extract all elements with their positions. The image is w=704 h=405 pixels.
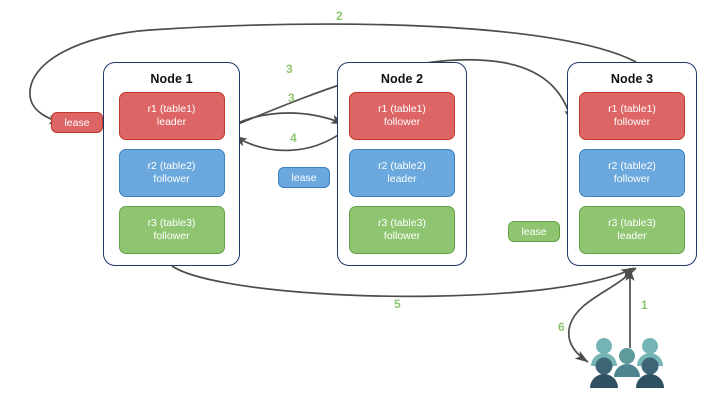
- edge-2-path: [29, 23, 637, 125]
- replica-line1: r3 (table3): [608, 217, 656, 229]
- edge-3-to-node3-path: [230, 58, 574, 128]
- replica-n1-r3[interactable]: r3 (table3) follower: [118, 206, 225, 254]
- edge-4-path: [233, 130, 345, 152]
- lease-badge-green[interactable]: lease: [508, 221, 560, 242]
- node-container-2[interactable]: Node 2 r1 (table1) follower r2 (table2) …: [337, 62, 467, 266]
- replica-line2: follower: [383, 230, 421, 242]
- lease-label: lease: [521, 225, 547, 238]
- step-label-3a: 3: [286, 62, 293, 76]
- lease-label: lease: [64, 116, 90, 129]
- replica-line1: r1 (table1): [378, 103, 426, 115]
- replica-line2: follower: [613, 173, 651, 185]
- lease-badge-red[interactable]: lease: [51, 112, 103, 133]
- replica-line2: follower: [613, 116, 651, 128]
- replica-line1: r2 (table2): [378, 160, 426, 172]
- node-container-1[interactable]: Node 1 r1 (table1) leader r2 (table2) fo…: [103, 62, 240, 266]
- replica-n3-r3[interactable]: r3 (table3) leader: [579, 206, 685, 254]
- lease-label: lease: [291, 171, 317, 184]
- node-title: Node 2: [380, 72, 424, 86]
- step-label-5: 5: [394, 297, 401, 311]
- step-label-1: 1: [641, 298, 648, 312]
- replica-line2: leader: [617, 230, 647, 242]
- edge-3-to-node2-path: [230, 112, 345, 127]
- replica-n2-r3[interactable]: r3 (table3) follower: [349, 206, 455, 254]
- replica-line2: follower: [383, 116, 421, 128]
- replica-line2: follower: [153, 173, 190, 185]
- replica-line2: leader: [156, 116, 187, 128]
- node-container-3[interactable]: Node 3 r1 (table1) follower r2 (table2) …: [567, 62, 697, 266]
- step-label-3b: 3: [288, 91, 295, 105]
- users-group-icon: [590, 338, 664, 388]
- replica-n2-r2[interactable]: r2 (table2) leader: [349, 149, 455, 197]
- lease-badge-blue[interactable]: lease: [278, 167, 330, 188]
- node-title: Node 1: [150, 72, 193, 86]
- replica-line1: r1 (table1): [608, 103, 656, 115]
- replica-line1: r3 (table3): [378, 217, 426, 229]
- replica-line1: r2 (table2): [147, 160, 196, 172]
- replica-n1-r2[interactable]: r2 (table2) follower: [118, 149, 225, 197]
- replica-line1: r2 (table2): [608, 160, 656, 172]
- replica-n2-r1[interactable]: r1 (table1) follower: [349, 92, 455, 140]
- edge-5-path: [171, 265, 635, 298]
- step-label-6: 6: [558, 320, 565, 334]
- edge-6-path: [567, 267, 637, 363]
- replica-n3-r1[interactable]: r1 (table1) follower: [579, 92, 685, 140]
- replica-line2: leader: [387, 173, 417, 185]
- replica-line1: r1 (table1): [147, 103, 196, 115]
- step-label-2: 2: [336, 9, 343, 23]
- replica-n3-r2[interactable]: r2 (table2) follower: [579, 149, 685, 197]
- node-title: Node 3: [610, 72, 654, 86]
- replica-line2: follower: [153, 230, 190, 242]
- replica-n1-r1[interactable]: r1 (table1) leader: [118, 92, 225, 140]
- replica-line1: r3 (table3): [147, 217, 196, 229]
- step-label-4: 4: [290, 131, 297, 145]
